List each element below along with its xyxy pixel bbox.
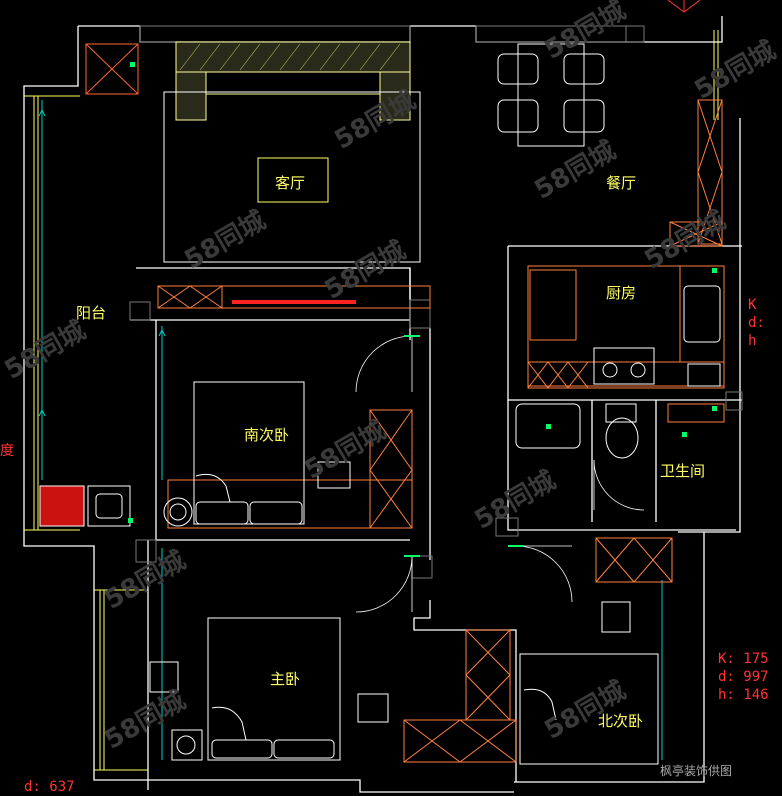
annotation-d: d: xyxy=(748,315,765,331)
south-bed xyxy=(163,381,351,527)
washer xyxy=(39,485,131,527)
annotation-d-bottom: d: 637 xyxy=(24,779,75,795)
living-rug xyxy=(163,91,421,263)
door-markers xyxy=(404,335,524,557)
doors xyxy=(355,335,645,613)
shaft-box xyxy=(85,43,139,95)
annotation-h-value: h: 146 xyxy=(718,687,769,703)
kitchen-appliances xyxy=(593,285,721,387)
annotation-d-value: d: 997 xyxy=(718,669,769,685)
annotation-k: K xyxy=(748,297,757,313)
outer-walls xyxy=(23,16,742,793)
balcony-windows xyxy=(24,30,719,771)
annotation-h: h xyxy=(748,333,757,349)
floor-plan-drawing xyxy=(23,0,743,793)
room-label-balcony: 阳台 xyxy=(76,304,107,322)
window-marks xyxy=(38,100,663,760)
south-bedroom-cabinets xyxy=(157,285,431,529)
master-bed xyxy=(149,617,389,761)
room-label-kitchen: 厨房 xyxy=(606,284,637,302)
bathroom-fixtures xyxy=(515,403,725,459)
kitchen-counters xyxy=(527,99,725,389)
room-label-dining: 餐厅 xyxy=(606,174,637,192)
image-credit: 枫亭装饰供图 xyxy=(660,764,733,778)
sofa xyxy=(175,41,411,121)
annotation-degree: 度 xyxy=(0,443,14,459)
dining-set xyxy=(497,43,605,147)
red-beam xyxy=(232,300,356,304)
corner-marker xyxy=(667,0,701,13)
room-label-bathroom: 卫生间 xyxy=(660,462,706,480)
master-wardrobe xyxy=(403,629,517,763)
room-label-north-bedroom: 北次卧 xyxy=(598,712,644,730)
north-bed xyxy=(519,601,659,765)
room-label-master-bedroom: 主卧 xyxy=(270,670,301,688)
sofa-hatch xyxy=(179,43,401,71)
annotation-k-value: K: 175 xyxy=(718,651,769,667)
room-label-south-bedroom: 南次卧 xyxy=(244,426,290,444)
room-label-living: 客厅 xyxy=(275,174,306,192)
north-wardrobe xyxy=(595,537,673,583)
green-dots xyxy=(128,62,717,523)
